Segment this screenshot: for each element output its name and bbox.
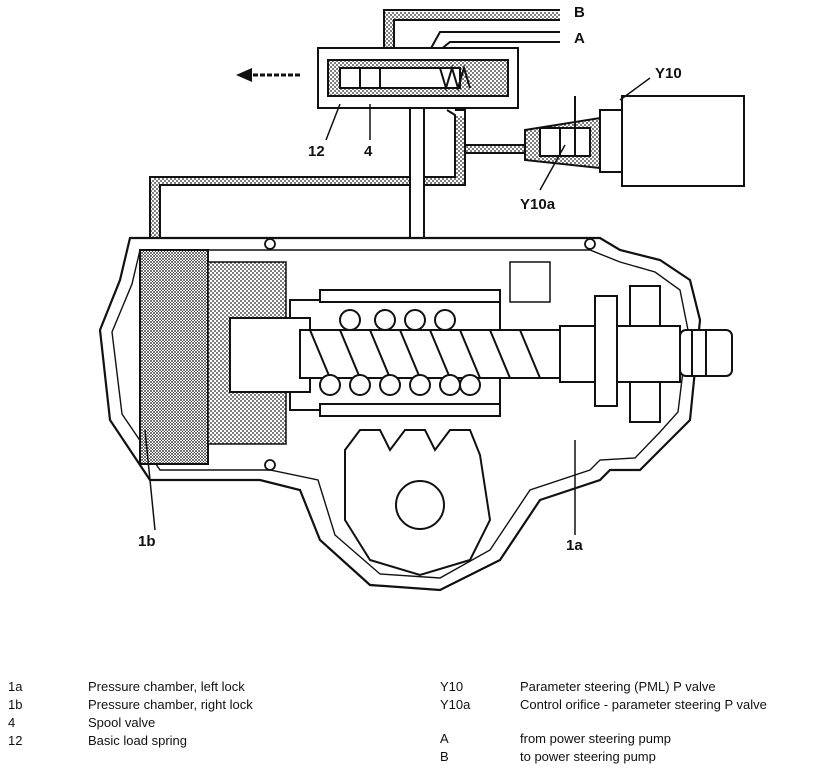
- callout-1a: 1a: [566, 537, 583, 554]
- spool-valve-assembly: [317, 47, 519, 239]
- legend-desc: Pressure chamber, right lock: [88, 697, 253, 712]
- legend-right: Y10 Parameter steering (PML) P valve Y10…: [440, 678, 810, 770]
- pressure-chamber-1b: [139, 249, 209, 465]
- worm-shaft: [299, 329, 561, 379]
- callout-1b: 1b: [138, 533, 156, 550]
- legend-code: 12: [8, 733, 23, 748]
- legend-desc: to power steering pump: [520, 749, 656, 764]
- callout-y10a: Y10a: [520, 196, 556, 213]
- pressure-chamber-1a: [509, 261, 551, 303]
- legend-code: 1b: [8, 697, 23, 712]
- callout-12: 12: [308, 143, 325, 160]
- callout-a: A: [574, 30, 585, 47]
- recirculating-balls: [319, 309, 481, 396]
- legend-code: 4: [8, 715, 16, 730]
- legend-code: Y10a: [440, 697, 471, 712]
- sector-gear: [344, 429, 492, 577]
- y10-valve: [524, 95, 745, 187]
- steering-gear-diagram: B A Y10 Y10a 12 4 1b 1a: [98, 4, 745, 592]
- legend-desc: Basic load spring: [88, 733, 187, 748]
- legend-desc: Spool valve: [88, 715, 156, 730]
- pressure-line-fill: [151, 12, 560, 250]
- legend-desc: from power steering pump: [520, 731, 672, 746]
- leader-lines: [144, 77, 651, 535]
- legend-code: A: [440, 731, 449, 746]
- callout-b: B: [574, 4, 585, 21]
- callout-4: 4: [364, 143, 373, 160]
- input-shaft: [559, 285, 733, 423]
- flow-arrow: [236, 68, 300, 82]
- legend-desc: Pressure chamber, left lock: [88, 679, 245, 694]
- legend-left: 1a Pressure chamber, left lock 1b Pressu…: [8, 678, 388, 768]
- legend-desc: Control orifice - parameter steering P v…: [520, 697, 767, 712]
- callout-y10: Y10: [655, 65, 682, 82]
- pressure-lines: [149, 9, 560, 250]
- legend-desc: Parameter steering (PML) P valve: [520, 679, 716, 694]
- legend-code: B: [440, 749, 449, 764]
- legend-code: 1a: [8, 679, 23, 694]
- legend-code: Y10: [440, 679, 464, 694]
- housing-bolts: [264, 238, 596, 471]
